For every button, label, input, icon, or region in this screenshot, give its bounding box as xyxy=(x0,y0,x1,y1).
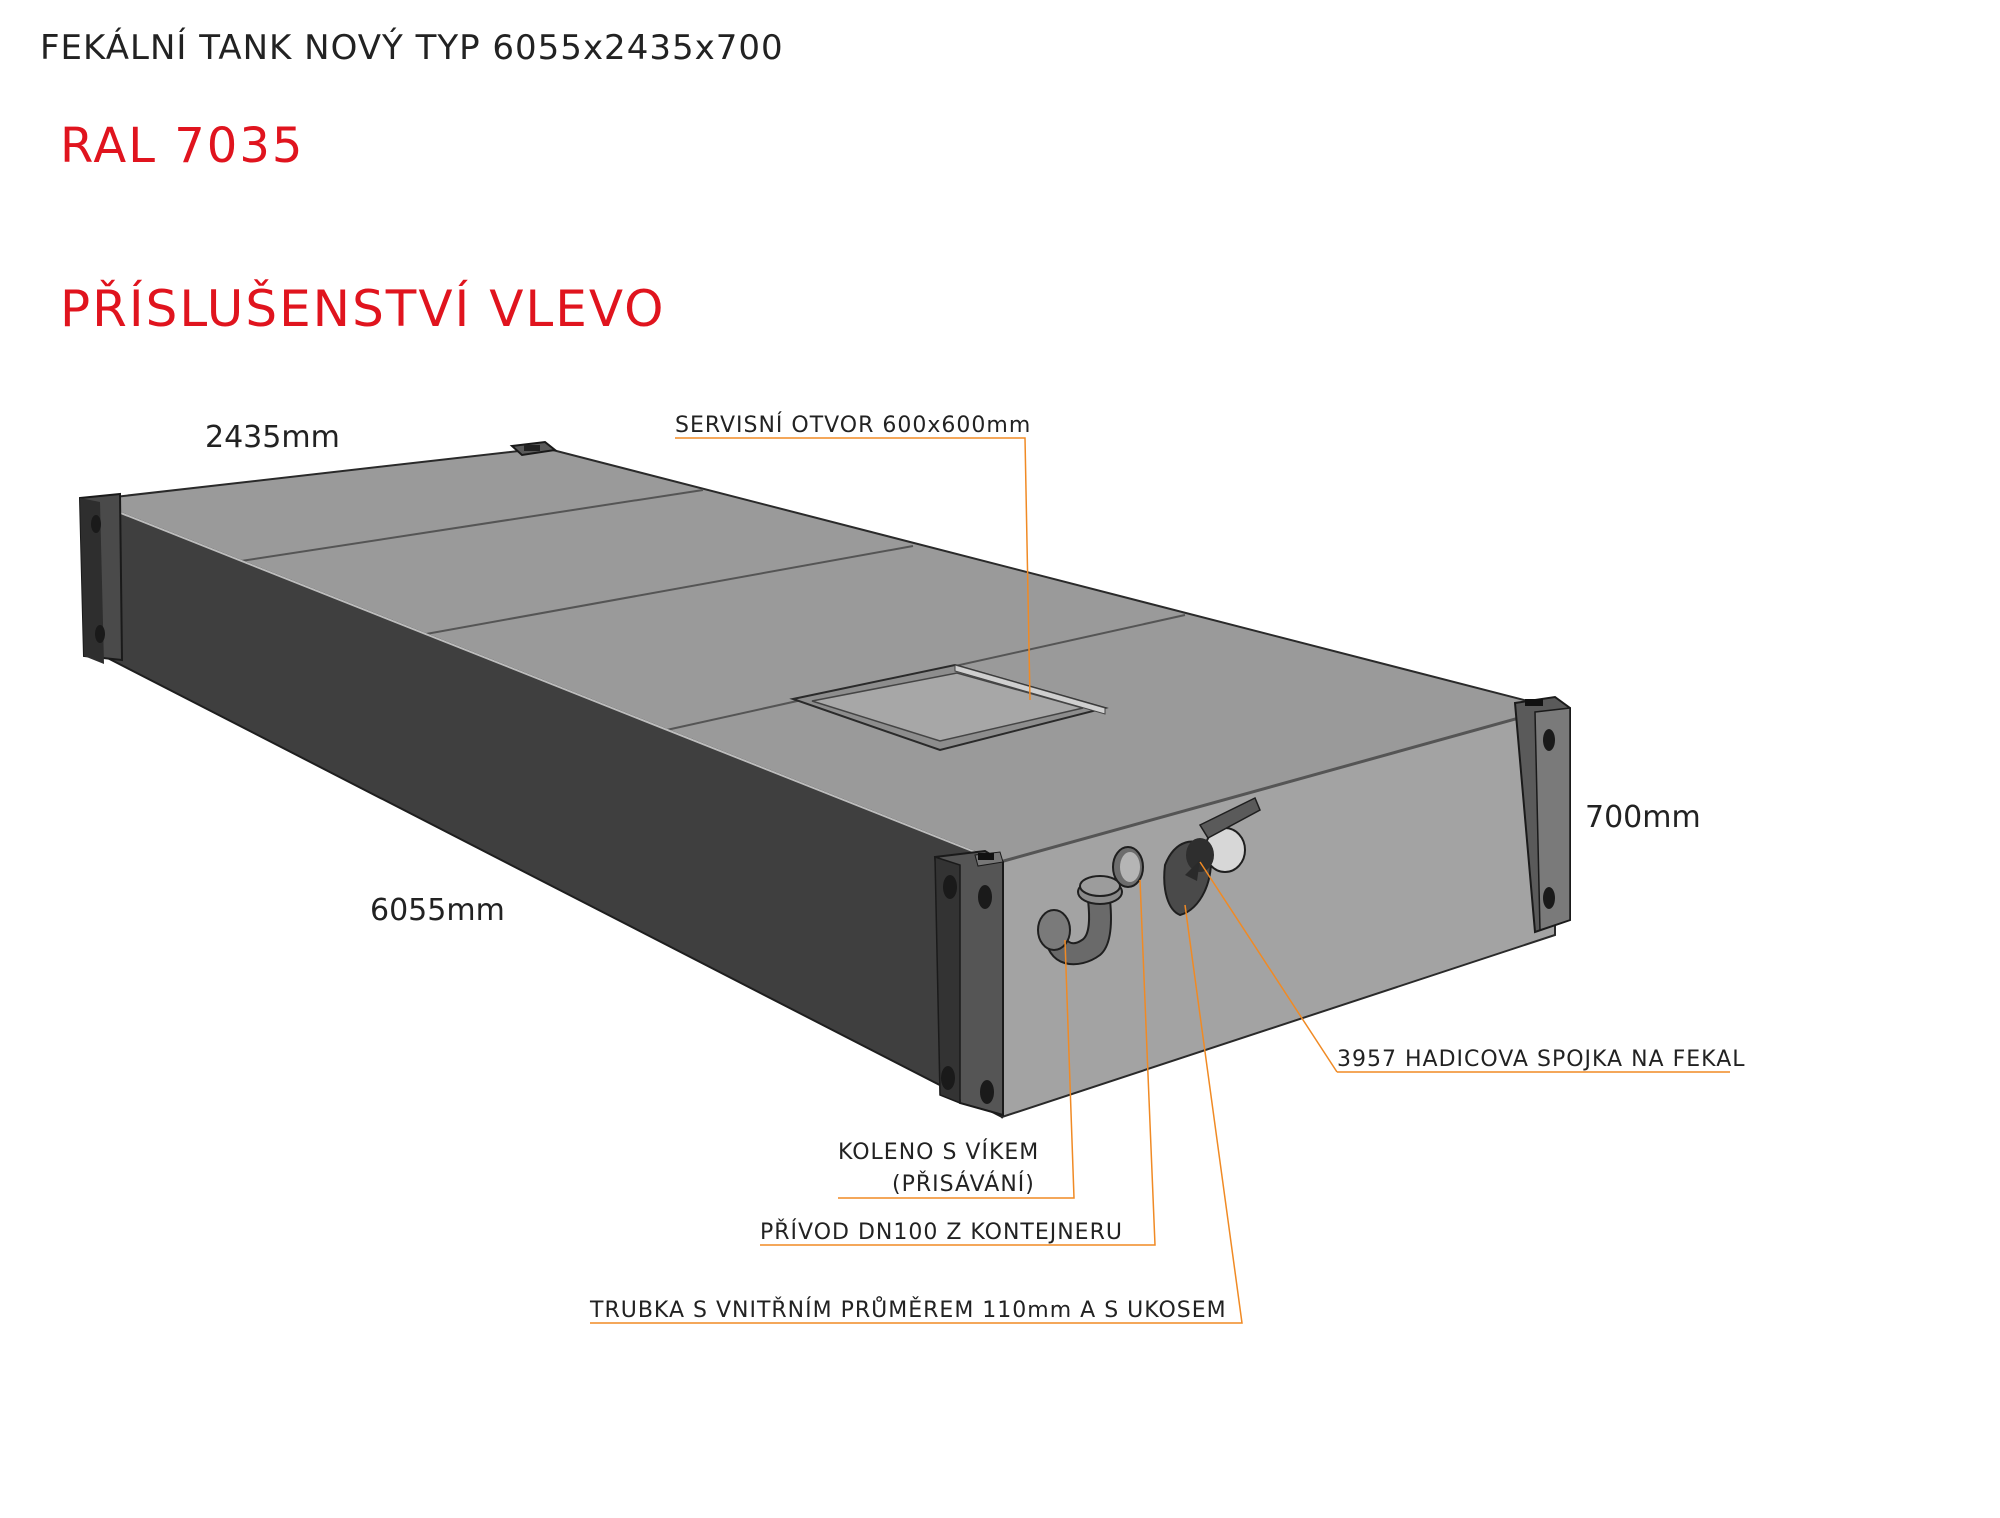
corner-casting-back-right xyxy=(509,440,558,457)
width-dimension: 2435mm xyxy=(205,420,340,455)
top-seam-1 xyxy=(227,489,704,564)
callout-pipe: TRUBKA S VNITŘNÍM PRŮMĚREM 110mm A S UKO… xyxy=(590,1298,1227,1323)
leader-hose-coupling-diag xyxy=(1199,861,1338,1073)
drawing-title: FEKÁLNÍ TANK NOVÝ TYP 6055x2435x700 xyxy=(40,28,784,68)
elbow-with-cap xyxy=(1037,875,1123,966)
accessories-side-label: PŘÍSLUŠENSTVÍ VLEVO xyxy=(60,280,666,338)
long-side-top-edge xyxy=(87,499,1001,863)
callout-elbow-line2: (PŘISÁVÁNÍ) xyxy=(892,1172,1035,1197)
callout-service-opening: SERVISNÍ OTVOR 600x600mm xyxy=(675,413,1032,438)
end-face-top-lip xyxy=(999,706,1556,864)
ral-color-code: RAL 7035 xyxy=(60,118,305,174)
corner-post-front-right xyxy=(1513,695,1571,934)
corner-post-back-left xyxy=(78,492,124,664)
callout-elbow-line1: KOLENO S VÍKEM xyxy=(838,1140,1040,1165)
hose-coupling-assembly xyxy=(1163,796,1261,917)
length-dimension: 6055mm xyxy=(370,893,505,928)
corner-post-front-left xyxy=(933,849,1004,1117)
inlet-dn100 xyxy=(1112,846,1144,888)
leader-elbow xyxy=(838,939,1075,1199)
callout-inlet: PŘÍVOD DN100 Z KONTEJNERU xyxy=(760,1220,1123,1245)
callout-hose-coupling: 3957 HADICOVA SPOJKA NA FEKAL xyxy=(1337,1047,1746,1072)
leader-service-opening xyxy=(675,437,1031,701)
leader-inlet xyxy=(760,879,1156,1246)
leader-pipe xyxy=(590,904,1243,1324)
top-seam-2 xyxy=(414,545,914,637)
height-dimension: 700mm xyxy=(1585,800,1701,835)
leader-lines xyxy=(590,437,1730,1324)
